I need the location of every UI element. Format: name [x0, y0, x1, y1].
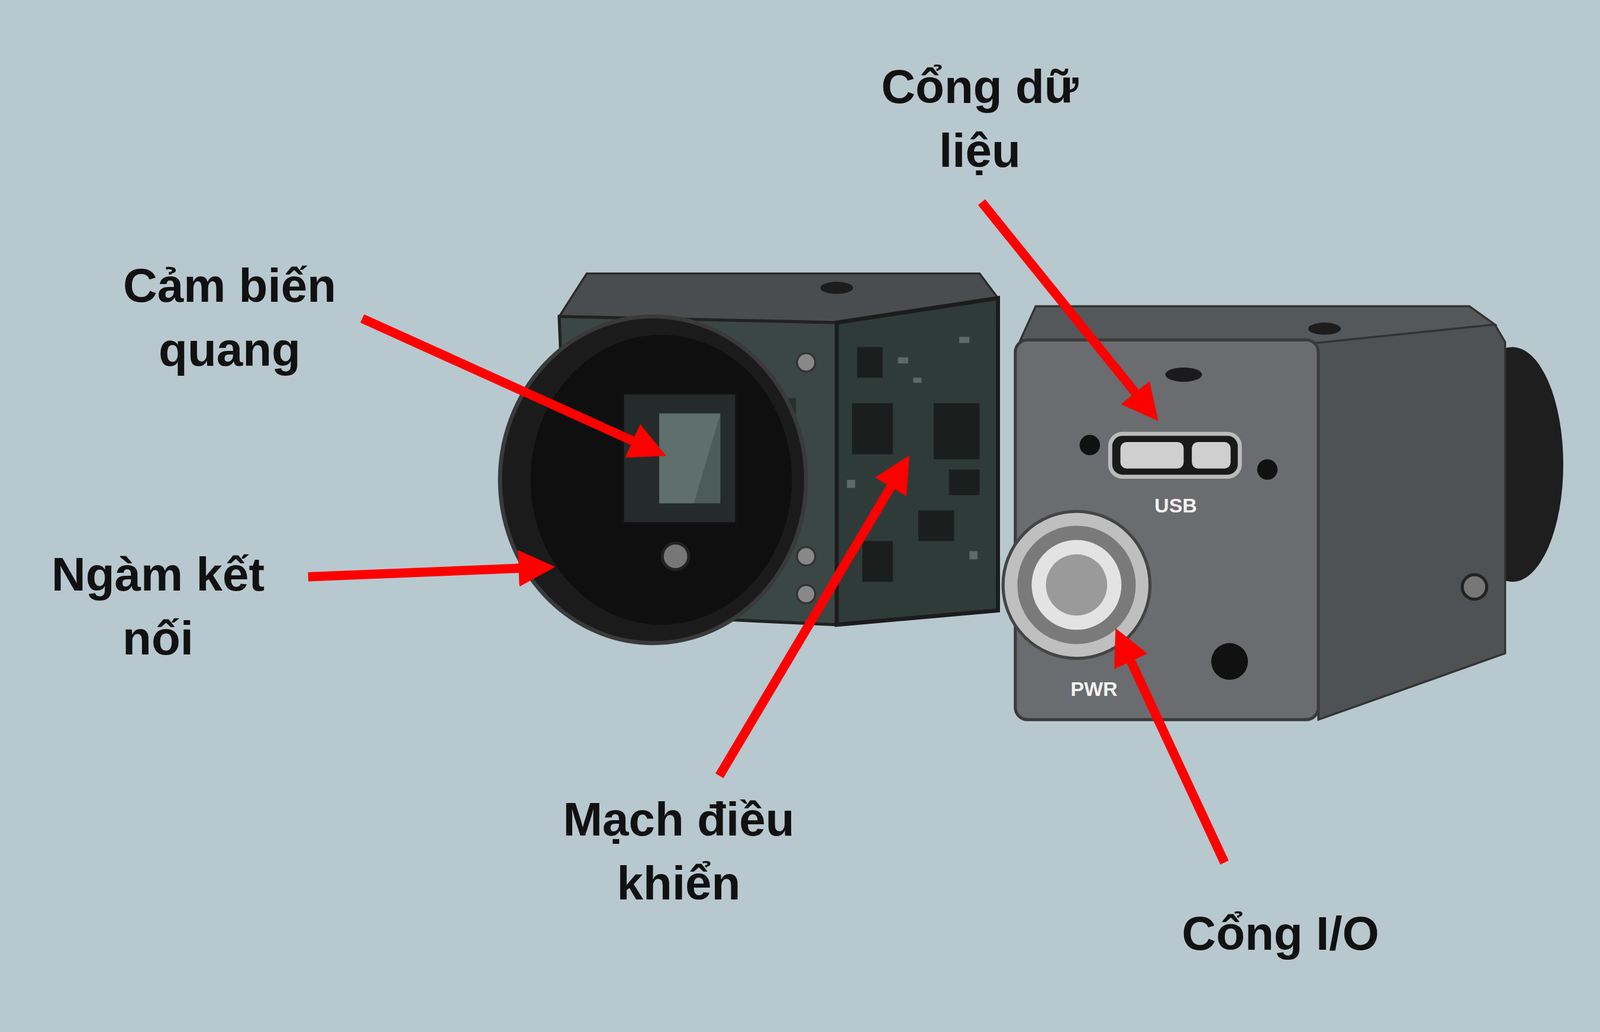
callout-label: Cổng dữ liệu [849, 55, 1111, 183]
callout-label: Mạch điều khiển [530, 787, 827, 916]
port-label: PWR [1070, 676, 1118, 701]
callout-label: Cảm biến quang [90, 253, 369, 382]
callout-label: Ngàm kết nối [27, 542, 289, 671]
leader-arrows [308, 202, 1225, 863]
front-camera [500, 273, 999, 643]
callout-label: Cổng I/O [1181, 901, 1379, 966]
back-camera [1002, 306, 1564, 721]
port-label: USB [1154, 493, 1198, 518]
